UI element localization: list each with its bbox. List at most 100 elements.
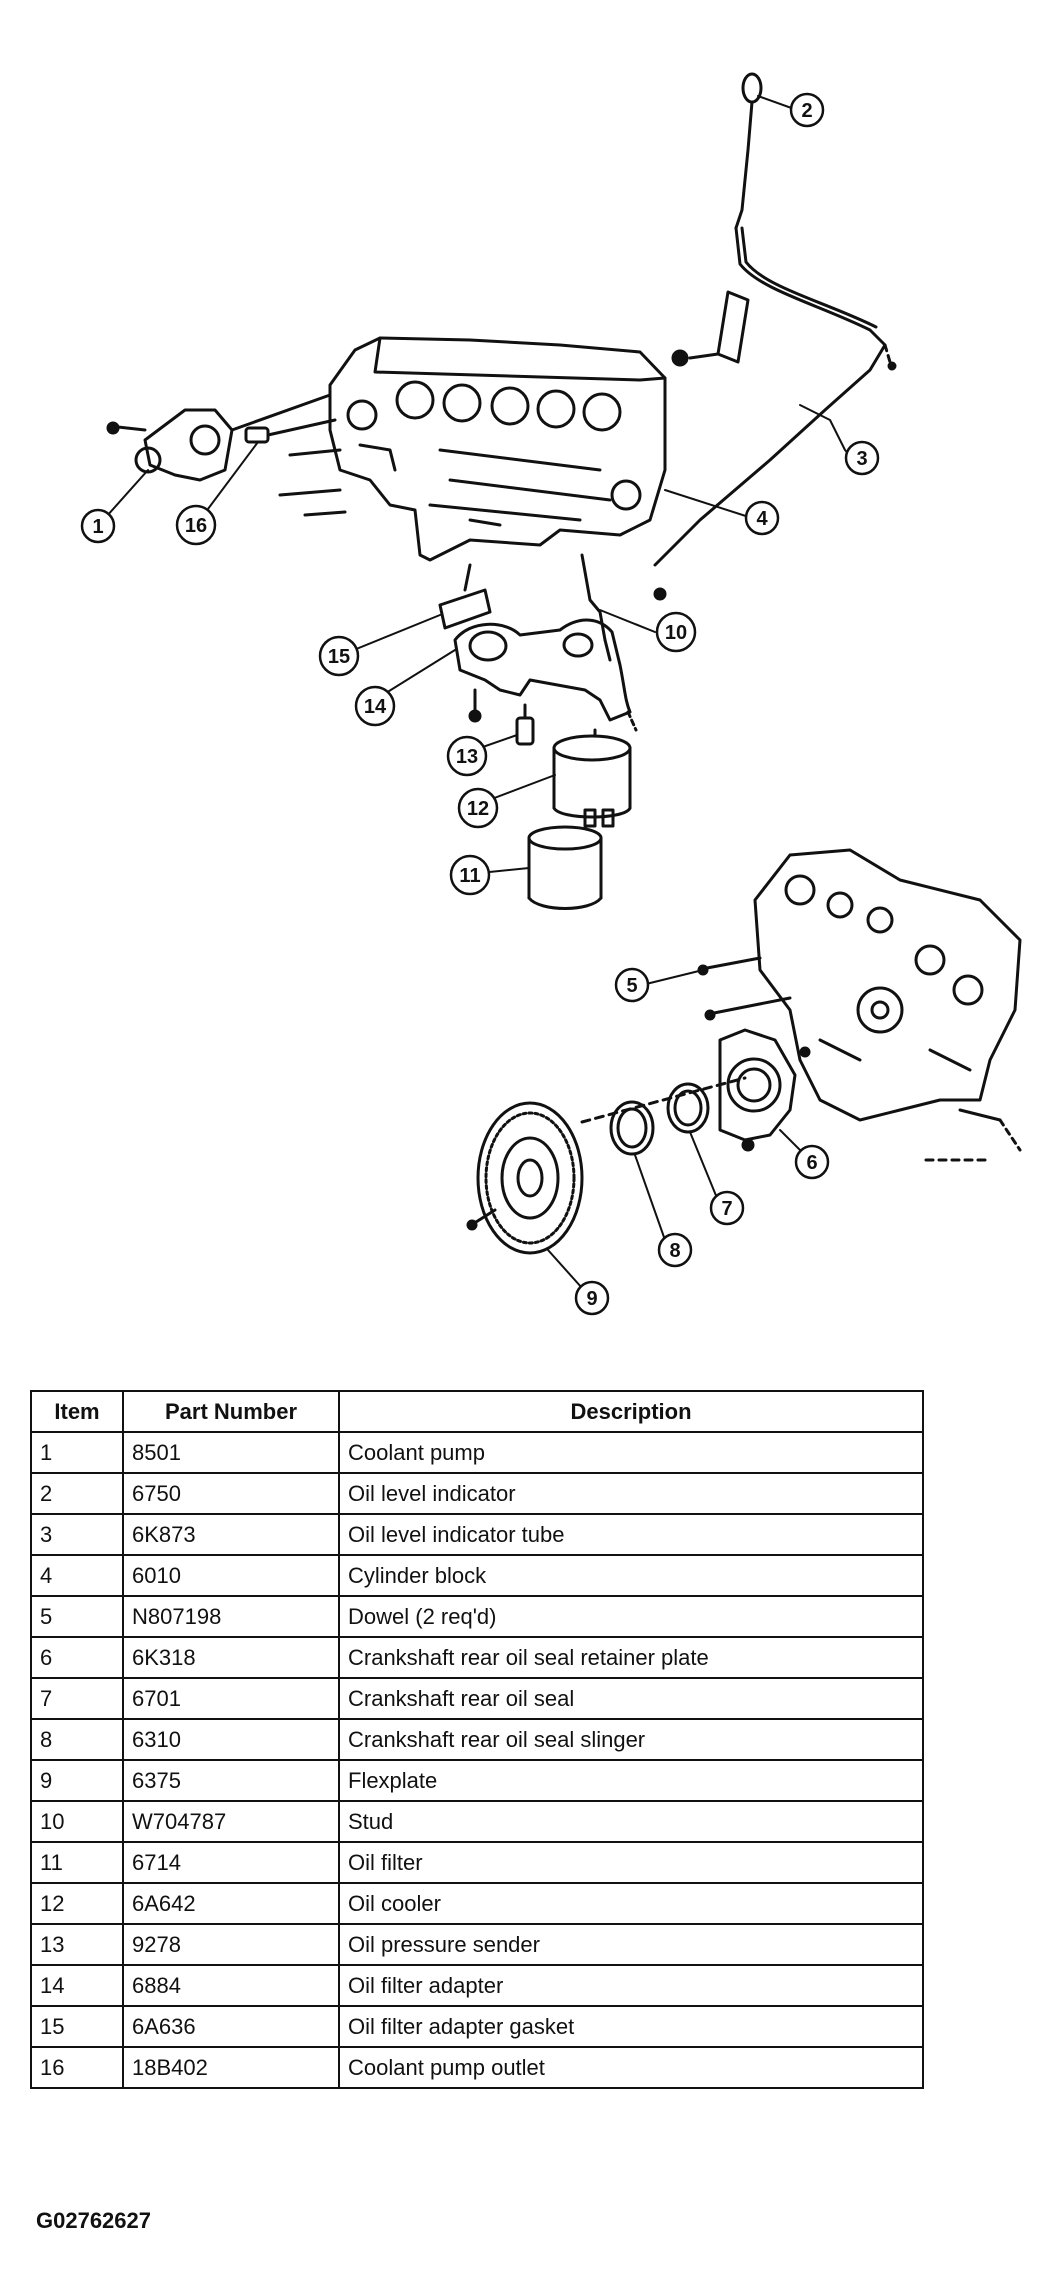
item-cell: 5 — [30, 1595, 124, 1638]
item-cell: 3 — [30, 1513, 124, 1556]
part-number-cell: 6701 — [122, 1677, 340, 1720]
callout-15: 15 — [328, 646, 350, 668]
coolant-pump-outlet-drawing — [244, 418, 347, 517]
description-cell: Flexplate — [338, 1759, 924, 1802]
callout-2: 2 — [801, 100, 812, 122]
part-number-cell: 18B402 — [122, 2046, 340, 2089]
callout-12: 12 — [467, 798, 489, 820]
callout-6: 6 — [806, 1152, 817, 1174]
engine-rear-view-drawing — [753, 848, 1022, 1162]
callout-16: 16 — [185, 515, 207, 537]
part-number-cell: 6375 — [122, 1759, 340, 1802]
callout-5: 5 — [626, 975, 637, 997]
dowel-drawing — [697, 956, 792, 1021]
part-number-cell: 6A642 — [122, 1882, 340, 1925]
description-cell: Oil cooler — [338, 1882, 924, 1925]
cylinder-block-drawing — [328, 336, 667, 562]
item-cell: 1 — [30, 1431, 124, 1474]
callout-14: 14 — [364, 696, 387, 718]
description-cell: Cylinder block — [338, 1554, 924, 1597]
callout-8: 8 — [669, 1240, 680, 1262]
callout-13: 13 — [456, 746, 478, 768]
description-cell: Dowel (2 req'd) — [338, 1595, 924, 1638]
description-cell: Crankshaft rear oil seal slinger — [338, 1718, 924, 1761]
part-number-cell: 6K873 — [122, 1513, 340, 1556]
callout-9: 9 — [586, 1288, 597, 1310]
description-cell: Oil level indicator tube — [338, 1513, 924, 1556]
table-header-row: Item Part Number Description — [30, 1390, 924, 1433]
part-number-cell: 6884 — [122, 1964, 340, 2007]
item-cell: 8 — [30, 1718, 124, 1761]
part-number-cell: 9278 — [122, 1923, 340, 1966]
callout-4: 4 — [756, 508, 768, 530]
crankshaft-rear-oil-seal-slinger-drawing — [580, 1076, 747, 1156]
item-cell: 7 — [30, 1677, 124, 1720]
callout-7: 7 — [721, 1198, 732, 1220]
stud-drawing — [580, 553, 612, 662]
item-cell: 16 — [30, 2046, 124, 2089]
header-item: Item — [30, 1390, 124, 1433]
item-cell: 14 — [30, 1964, 124, 2007]
description-cell: Oil level indicator — [338, 1472, 924, 1515]
description-cell: Coolant pump — [338, 1431, 924, 1474]
item-cell: 13 — [30, 1923, 124, 1966]
item-cell: 11 — [30, 1841, 124, 1884]
figure-id: G02762627 — [36, 2208, 151, 2233]
part-number-cell: 6010 — [122, 1554, 340, 1597]
crankshaft-rear-oil-seal-drawing — [666, 1082, 710, 1134]
flexplate-drawing — [466, 1101, 584, 1255]
crankshaft-rear-oil-seal-retainer-plate-drawing — [718, 1028, 811, 1152]
part-number-cell: 6A636 — [122, 2005, 340, 2048]
description-cell: Oil filter adapter gasket — [338, 2005, 924, 2048]
part-number-cell: N807198 — [122, 1595, 340, 1638]
part-number-cell: 6714 — [122, 1841, 340, 1884]
item-cell: 6 — [30, 1636, 124, 1679]
item-cell: 4 — [30, 1554, 124, 1597]
item-cell: 2 — [30, 1472, 124, 1515]
item-cell: 10 — [30, 1800, 124, 1843]
oil-filter-drawing — [527, 825, 603, 910]
description-cell: Crankshaft rear oil seal retainer plate — [338, 1636, 924, 1679]
description-cell: Stud — [338, 1800, 924, 1843]
description-cell: Oil pressure sender — [338, 1923, 924, 1966]
callout-10: 10 — [665, 622, 687, 644]
description-cell: Crankshaft rear oil seal — [338, 1677, 924, 1720]
oil-level-indicator-drawing — [734, 72, 763, 230]
header-description: Description — [338, 1390, 924, 1433]
part-number-cell: 6750 — [122, 1472, 340, 1515]
callout-11: 11 — [459, 865, 480, 887]
part-number-cell: 8501 — [122, 1431, 340, 1474]
callout-3: 3 — [856, 448, 867, 470]
oil-pressure-sender-drawing — [515, 703, 535, 746]
header-part-number: Part Number — [122, 1390, 340, 1433]
description-cell: Coolant pump outlet — [338, 2046, 924, 2089]
item-cell: 15 — [30, 2005, 124, 2048]
coolant-pump-drawing — [106, 393, 332, 482]
description-cell: Oil filter adapter — [338, 1964, 924, 2007]
callout-1: 1 — [92, 516, 103, 538]
oil-cooler-drawing — [552, 728, 632, 828]
item-cell: 9 — [30, 1759, 124, 1802]
oil-filter-adapter-gasket-drawing — [438, 563, 492, 630]
part-number-cell: W704787 — [122, 1800, 340, 1843]
item-cell: 12 — [30, 1882, 124, 1925]
part-number-cell: 6310 — [122, 1718, 340, 1761]
oil-level-indicator-tube-drawing — [653, 226, 897, 601]
exploded-engine-diagram: 1 2 3 4 5 6 7 8 9 10 11 12 13 14 15 16 — [80, 72, 1022, 1316]
part-number-cell: 6K318 — [122, 1636, 340, 1679]
